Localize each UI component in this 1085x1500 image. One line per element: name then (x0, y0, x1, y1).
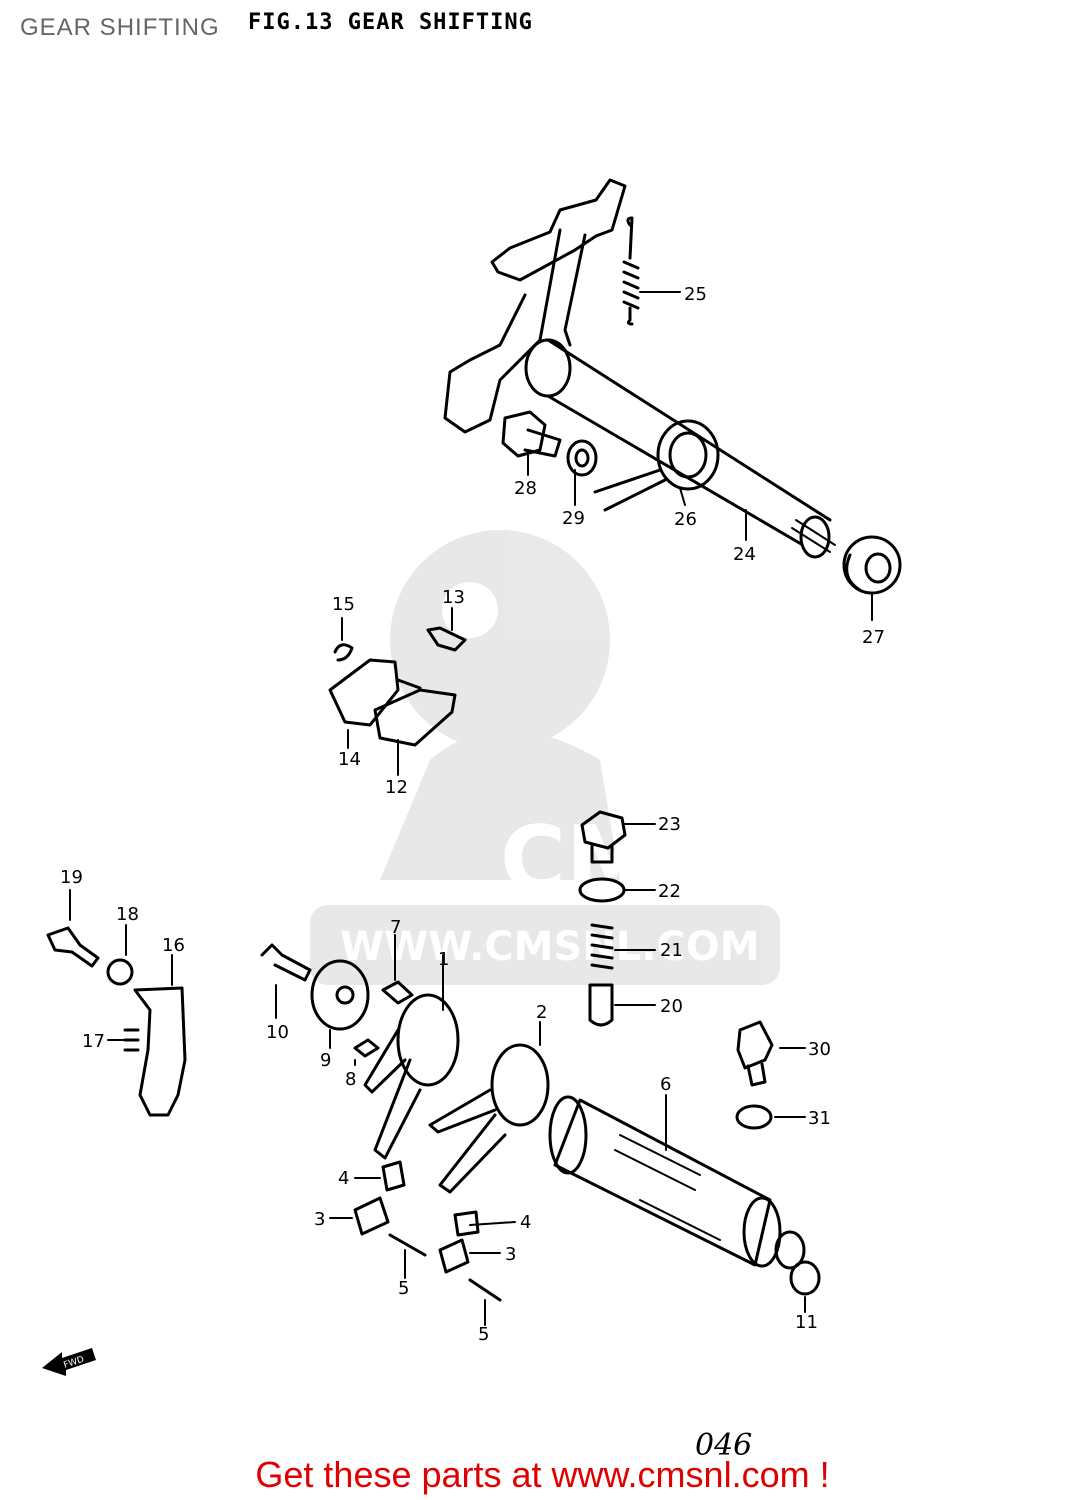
roller (353, 1196, 390, 1236)
oil-seal (842, 535, 902, 595)
cap (789, 1260, 821, 1296)
watermark-logo: CMS (500, 807, 720, 912)
watermark-text: WWW.CMSNL.COM (340, 924, 760, 970)
callout-14: 14 (338, 749, 361, 770)
pin-small (353, 1038, 380, 1058)
callout-1: 1 (438, 949, 449, 970)
callout-30: 30 (808, 1039, 831, 1060)
callout-20: 20 (660, 996, 683, 1017)
callout-3b: 3 (505, 1244, 516, 1265)
o-ring (735, 1104, 773, 1130)
gear-shift-arm (443, 178, 627, 434)
callout-19: 19 (60, 867, 83, 888)
roller-2 (438, 1238, 470, 1274)
callout-18: 18 (116, 904, 139, 925)
callout-22: 22 (658, 881, 681, 902)
return-spring (593, 419, 720, 512)
callout-4b: 4 (520, 1212, 531, 1233)
fwd-arrow-icon: FWD (42, 1348, 96, 1376)
callout-13: 13 (442, 587, 465, 608)
callout-17: 17 (82, 1031, 105, 1052)
callout-27: 27 (862, 627, 885, 648)
guide-pin (381, 1160, 406, 1192)
figure-heading: FIG.13 GEAR SHIFTING (248, 10, 533, 35)
callout-26: 26 (674, 509, 697, 530)
callout-28: 28 (514, 478, 537, 499)
washer (566, 439, 598, 477)
neutral-switch (736, 1020, 774, 1087)
footer-link[interactable]: Get these parts at www.cmsnl.com ! (255, 1454, 830, 1495)
callout-10: 10 (266, 1022, 289, 1043)
callout-8: 8 (345, 1069, 356, 1090)
callout-5b: 5 (478, 1324, 489, 1345)
callout-16: 16 (162, 935, 185, 956)
callout-29: 29 (562, 508, 585, 529)
callout-15: 15 (332, 594, 355, 615)
callout-3a: 3 (314, 1209, 325, 1230)
cam-plate (310, 959, 370, 1031)
bolt (501, 410, 562, 458)
callout-9: 9 (320, 1050, 331, 1071)
callout-2: 2 (536, 1002, 547, 1023)
callout-4a: 4 (338, 1168, 349, 1189)
stopper-plate-assy (328, 626, 467, 747)
watermark: CMS WWW.CMSNL.COM (310, 530, 780, 985)
shift-lever (133, 986, 187, 1117)
callout-11: 11 (795, 1312, 818, 1333)
callout-5a: 5 (398, 1278, 409, 1299)
callout-21: 21 (660, 940, 683, 961)
washer-small (106, 958, 134, 986)
cotter-pin (388, 1233, 502, 1302)
callout-31: 31 (808, 1108, 831, 1129)
callout-23: 23 (658, 814, 681, 835)
cam-bolt (260, 943, 312, 982)
guide-pin-2 (453, 1210, 480, 1237)
callout-6: 6 (660, 1074, 671, 1095)
page-title: GEAR SHIFTING (20, 14, 220, 41)
lever-bolt (46, 926, 100, 968)
callout-12: 12 (385, 777, 408, 798)
callout-25: 25 (684, 284, 707, 305)
shift-fork-2 (428, 1043, 550, 1194)
spring-small (123, 1028, 140, 1052)
page-number: 046 (695, 1428, 753, 1463)
callout-24: 24 (733, 544, 756, 565)
gear-shift-cam (548, 1095, 806, 1270)
spring (622, 216, 640, 326)
leader-lines (69, 291, 873, 1326)
shift-fork (363, 993, 460, 1160)
pin (381, 980, 414, 1005)
callout-7: 7 (390, 917, 401, 938)
